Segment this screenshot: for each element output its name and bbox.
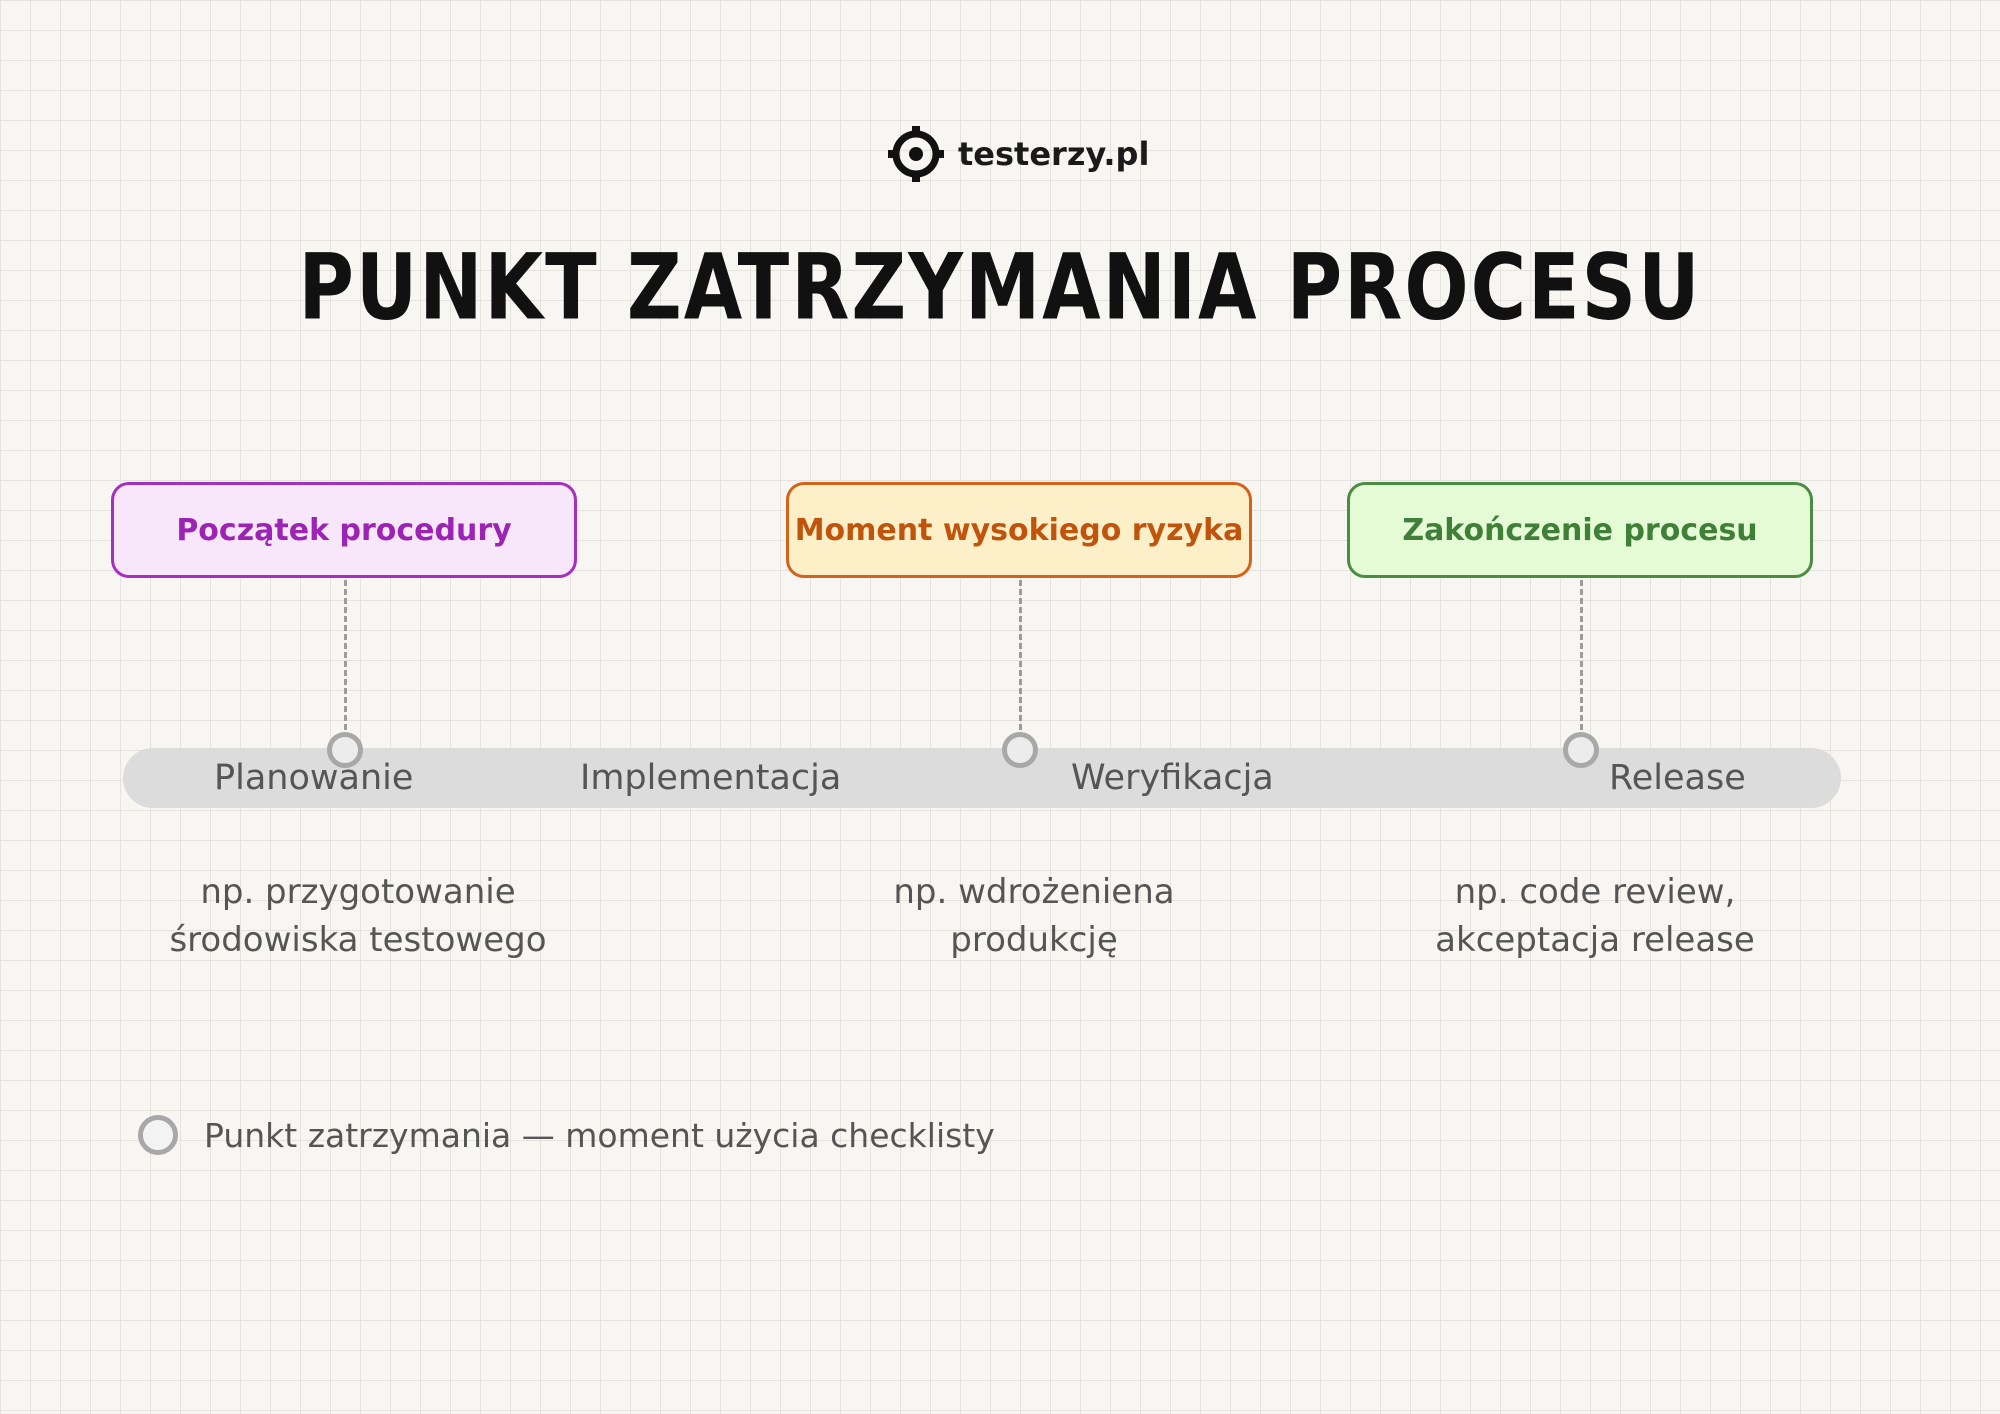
brand-name: testerzy.pl	[958, 135, 1150, 173]
checkpoint-box-high-risk: Moment wysokiego ryzyka	[786, 482, 1252, 578]
checkpoint-node-high-risk	[1002, 732, 1038, 768]
example-end-line1: np. code review,	[1454, 872, 1736, 912]
phase-implementacja: Implementacja	[580, 758, 842, 798]
target-gear-icon	[888, 126, 944, 182]
example-high-risk-line2: produkcję	[950, 920, 1118, 960]
checkpoint-box-end: Zakończenie procesu	[1347, 482, 1813, 578]
phase-release: Release	[1609, 758, 1746, 798]
connector-high-risk	[1019, 580, 1022, 730]
example-end: np. code review, akceptacja release	[1375, 868, 1815, 964]
checkpoint-legend-icon	[138, 1115, 178, 1155]
example-start-line1: np. przygotowanie	[200, 872, 516, 912]
checkpoint-node-end	[1563, 732, 1599, 768]
legend-text: Punkt zatrzymania — moment użycia checkl…	[204, 1115, 995, 1155]
brand-logo: testerzy.pl	[886, 124, 1149, 184]
example-high-risk-line1: np. wdrożeniena	[893, 872, 1175, 912]
example-high-risk: np. wdrożeniena produkcję	[814, 868, 1254, 964]
example-end-line2: akceptacja release	[1435, 920, 1755, 960]
phase-planowanie: Planowanie	[214, 758, 414, 798]
checkpoint-box-start: Początek procedury	[111, 482, 577, 578]
connector-start	[344, 580, 347, 730]
page-title: PUNKT ZATRZYMANIA PROCESU	[298, 234, 1702, 340]
checkpoint-node-start	[327, 732, 363, 768]
process-timeline-track	[123, 748, 1841, 808]
example-start-line2: środowiska testowego	[169, 920, 547, 960]
example-start: np. przygotowanie środowiska testowego	[138, 868, 578, 964]
phase-weryfikacja: Weryfikacja	[1071, 758, 1274, 798]
legend: Punkt zatrzymania — moment użycia checkl…	[138, 1113, 995, 1157]
connector-end	[1580, 580, 1583, 730]
